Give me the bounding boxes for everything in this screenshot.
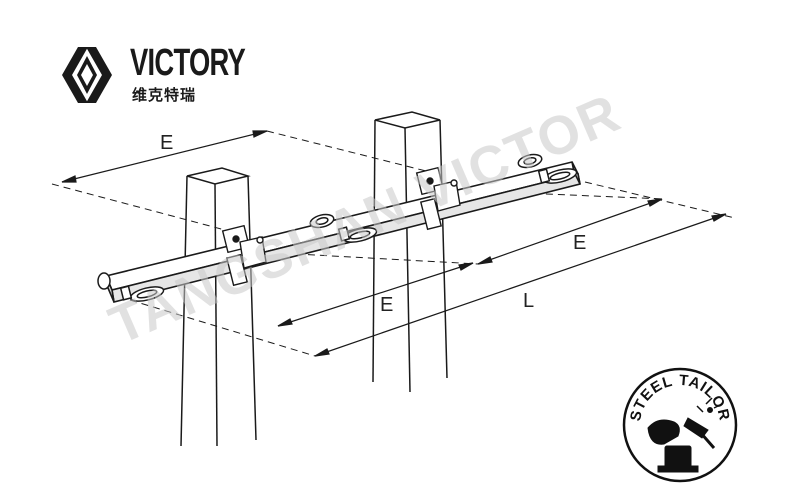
shackle-center [337,226,378,243]
dimension-line-l [314,213,727,357]
arrowhead [477,256,493,265]
dimension-line-e-middle [277,262,474,327]
dimension-line-e-top [61,130,268,183]
victory-logo-icon [62,47,112,103]
brand-logo: VICTORY 维克特瑞 [52,40,246,110]
dimension-line-e-right [477,198,663,265]
arrowhead [61,175,77,183]
brand-name: VICTORY [130,42,246,84]
steel-tailor-badge: STEEL TAILOR [622,367,738,483]
post-clamp-front [221,224,267,287]
arrowhead [277,318,293,327]
arrowhead [252,130,268,138]
shackle-right-end [537,168,578,184]
arrowhead [314,348,330,357]
dimension-lines [61,130,727,357]
welder-icon [647,397,723,473]
front-post [180,167,257,447]
back-post [372,111,448,393]
shackles [97,153,578,302]
arrowhead [711,213,727,222]
shackle-center-top [309,213,335,229]
arrowhead [458,262,474,271]
arrowhead [647,198,663,207]
dimension-label-e-top: E [160,132,173,154]
shackle-right-top [517,153,543,169]
brand-name-cn: 维克特瑞 [132,86,197,104]
dimension-label-l: L [523,290,534,312]
shackle-left-end [97,272,165,302]
dimension-label-e-middle: E [380,294,393,316]
post-clamp-back [415,166,461,231]
dimension-label-e-right: E [573,232,586,254]
